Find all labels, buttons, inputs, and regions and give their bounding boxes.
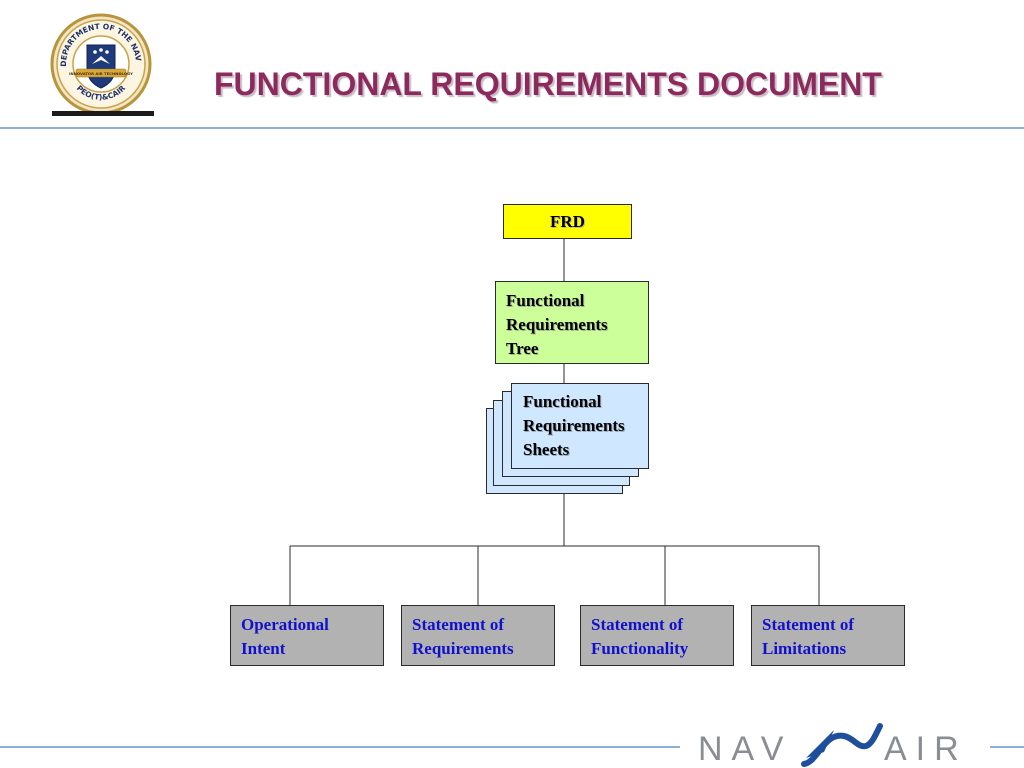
leaf-line-1: Statement of [591,615,684,634]
leaf-line-1: Operational [241,615,329,634]
navair-swoosh-icon [801,723,883,767]
tree-line-1: Functional [506,291,585,310]
sheets-line-3: Sheets [523,440,570,459]
footer-divider-right [990,746,1024,748]
functional-requirements-sheets-node: Functional Requirements Sheets [511,383,649,469]
footer-divider-left [0,746,680,748]
tree-line-2: Requirements [506,315,608,334]
sheets-line-1: Functional [523,392,602,411]
leaf-line-1: Statement of [762,615,855,634]
frd-node: FRD [503,204,632,239]
leaf-line-2: Functionality [591,639,689,658]
leaf-line-2: Limitations [762,639,847,658]
tree-line-3: Tree [506,339,539,358]
leaf-line-2: Intent [241,639,286,658]
seal-banner-text: INNOVATOR AIR TECHNOLOGY [69,71,133,76]
leaf-line-1: Statement of [412,615,505,634]
navair-logo-right: AIR [884,730,968,768]
leaf-line-2: Requirements [412,639,514,658]
navair-logo-left: NAV [698,730,792,768]
header-divider [0,127,1024,129]
functional-requirements-tree-node: Functional Requirements Tree [495,281,649,364]
navair-arrow-icon [806,730,834,758]
operational-intent-node: Operational Intent [230,605,384,666]
statement-of-limitations-node: Statement of Limitations [751,605,905,666]
navair-logo: NAV AIR [698,723,968,768]
page-title: FUNCTIONAL REQUIREMENTS DOCUMENT [214,66,882,102]
navy-seal-logo: DEPARTMENT OF THE NAVY PEO(T)&CAIR INNOV… [48,12,152,115]
sheets-line-2: Requirements [523,416,625,435]
seal-base-bar [52,111,154,116]
statement-of-functionality-node: Statement of Functionality [580,605,734,666]
statement-of-requirements-node: Statement of Requirements [401,605,555,666]
